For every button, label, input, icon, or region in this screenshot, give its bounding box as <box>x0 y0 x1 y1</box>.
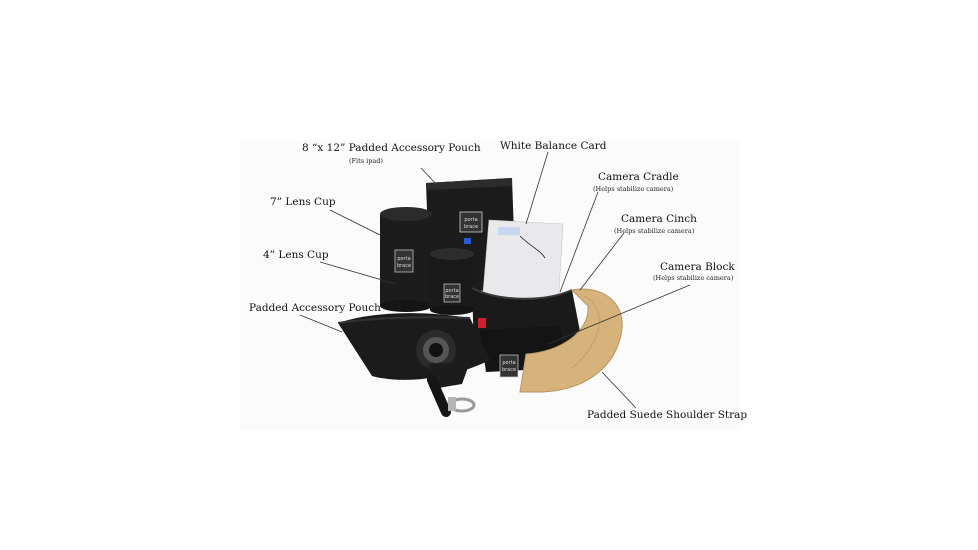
svg-text:porta: porta <box>502 360 515 366</box>
label-padded-suede-shoulder-strap: Padded Suede Shoulder Strap <box>587 409 748 421</box>
brand-logo-icon: porta brace <box>459 211 483 233</box>
red-tag <box>478 318 486 328</box>
brand-logo-icon <box>394 249 414 273</box>
label-lens-cup-7: 7” Lens Cup <box>270 196 336 208</box>
leader-lines <box>299 151 691 409</box>
label-padded-accessory-pouch: Padded Accessory Pouch <box>249 302 381 314</box>
svg-text:brace: brace <box>464 224 478 230</box>
label-white-balance-card: White Balance Card <box>500 140 607 152</box>
sublabel-camera-cradle: (Helps stabilize camera) <box>593 185 674 193</box>
blue-tag <box>464 238 471 244</box>
lens-cup-7: porta brace <box>380 207 432 312</box>
svg-text:porta: porta <box>445 288 458 294</box>
label-lens-cup-4: 4” Lens Cup <box>263 249 329 261</box>
sublabel-pouch-8x12: (Fits ipad) <box>349 157 383 165</box>
label-camera-block: Camera Block <box>660 261 735 273</box>
brand-logo-icon: porta brace <box>499 354 519 378</box>
metal-clip-icon <box>448 397 476 413</box>
svg-text:brace: brace <box>445 294 459 300</box>
svg-text:porta: porta <box>464 217 477 223</box>
padded-suede-shoulder-strap <box>519 288 623 393</box>
label-camera-cinch: Camera Cinch <box>621 213 697 225</box>
sublabel-camera-cinch: (Helps stabilize camera) <box>614 227 695 235</box>
strap-end <box>427 375 451 417</box>
svg-text:brace: brace <box>397 263 411 269</box>
svg-text:brace: brace <box>502 367 516 373</box>
sublabel-camera-block: (Helps stabilize camera) <box>653 274 734 282</box>
lens-cup-4: porta brace <box>430 248 474 315</box>
strap-tail <box>428 362 470 388</box>
label-camera-cradle: Camera Cradle <box>598 171 679 183</box>
brand-logo-icon <box>443 283 461 303</box>
label-pouch-8x12: 8 “x 12” Padded Accessory Pouch <box>302 142 481 154</box>
svg-text:porta: porta <box>397 256 410 262</box>
pouch-8x12-top-edge <box>426 178 512 190</box>
